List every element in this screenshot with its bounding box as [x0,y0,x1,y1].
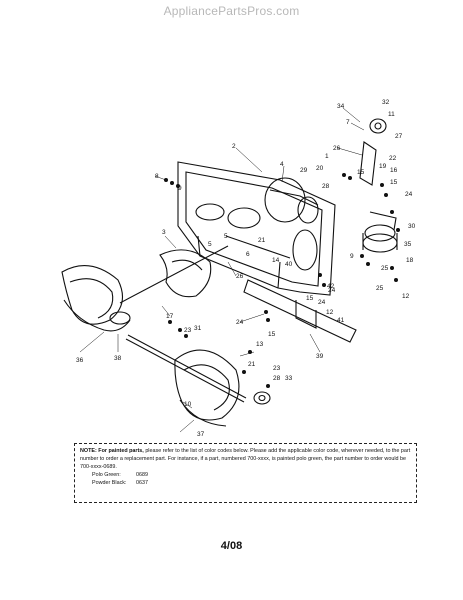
callout-9: 9 [178,185,182,192]
callout-6: 6 [246,251,250,258]
gear-case [253,391,271,405]
callout-41: 41 [337,317,345,324]
callout-32: 32 [382,99,390,106]
callout-25a: 25 [376,285,384,292]
callout-16: 16 [390,167,398,174]
callout-5a: 5 [224,233,228,240]
callout-8: 8 [155,173,159,180]
color-name-polo-green: Polo Green: [92,472,121,478]
callout-15d: 15 [306,295,314,302]
callout-4: 4 [280,161,284,168]
callout-38: 38 [114,355,122,362]
note-body: please refer to the list of color codes … [80,448,411,470]
callout-15c: 15 [268,331,276,338]
page-number: 4/08 [220,540,243,552]
callout-21a: 21 [258,237,266,244]
callout-12b: 12 [326,309,334,316]
callout-9b: 9 [350,253,354,260]
note-prefix-emph: For painted parts, [98,448,144,454]
callout-12a: 12 [402,293,410,300]
callout-36: 36 [76,357,84,364]
left-auger-upper [159,249,212,298]
color-code-polo-green: 0689 [136,472,148,478]
callout-39: 39 [316,353,324,360]
callout-24c: 24 [328,287,336,294]
callout-10: 10 [184,401,192,408]
callout-23a: 23 [184,327,192,334]
callout-31: 31 [194,325,202,332]
callout-22: 22 [389,155,397,162]
chute-adapter [362,211,398,253]
callout-19: 19 [379,163,387,170]
left-auger-lower [61,265,131,332]
right-auger-lower [174,349,240,427]
callout-13: 13 [256,341,264,348]
callout-27: 27 [395,133,403,140]
scraper-bar [243,279,357,343]
callout-26b: 26 [236,273,244,280]
callout-30: 30 [408,223,416,230]
callout-15a: 15 [357,169,365,176]
impeller-housing [264,177,319,224]
callout-24d: 24 [318,299,326,306]
callout-42: 42 [327,283,335,290]
callout-28: 28 [322,183,330,190]
callout-numbers: 34 32 11 7 27 26 22 2 4 29 20 1 19 16 8 … [76,99,416,438]
color-code-list: Polo Green: 0689 Powder Black: 0637 [92,471,411,487]
callout-23b: 23 [273,365,281,372]
callout-40: 40 [285,261,293,268]
callout-11: 11 [388,111,395,118]
callout-15b: 15 [390,179,398,186]
upper-bracket [359,118,387,186]
watermark: AppliancePartsPros.com [163,4,300,18]
callout-18: 18 [406,257,414,264]
callout-37: 37 [197,431,205,438]
callout-29: 29 [300,167,308,174]
auger-housing [177,161,336,296]
shaft [119,245,247,403]
callout-1: 1 [325,153,329,160]
hardware [164,173,400,388]
color-name-powder-black: Powder Black: [92,480,127,486]
callout-7: 7 [346,119,350,126]
callout-33: 33 [285,375,293,382]
note-prefix: NOTE: [80,448,97,454]
callout-28b: 28 [273,375,281,382]
callout-24a: 24 [405,191,413,198]
callout-17: 17 [166,313,174,320]
callout-35: 35 [404,241,412,248]
callout-26: 26 [333,145,341,152]
callout-25b: 25 [381,265,389,272]
color-code-powder-black: 0637 [136,480,148,486]
callout-5b: 5 [208,241,212,248]
callout-14: 14 [272,257,280,264]
callout-21b: 21 [248,361,256,368]
callout-3: 3 [162,229,166,236]
callout-24b: 24 [236,319,244,326]
callout-34: 34 [337,103,345,110]
callout-2: 2 [232,143,236,150]
painted-parts-note: NOTE: For painted parts, please refer to… [74,443,417,503]
callout-20: 20 [316,165,324,172]
